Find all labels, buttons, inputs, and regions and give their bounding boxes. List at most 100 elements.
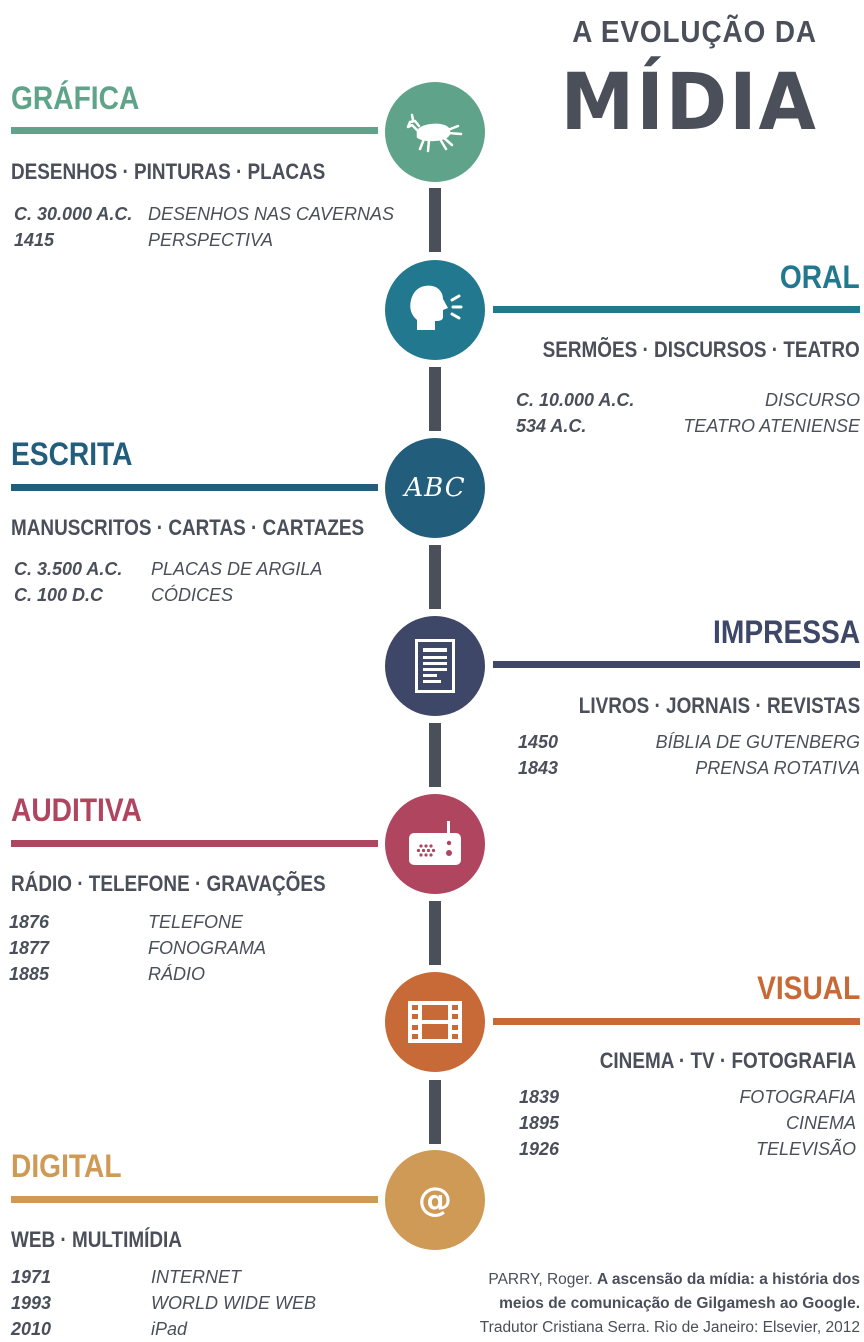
section-bar-visual — [493, 1018, 860, 1025]
section-circle-escrita: ABC — [385, 438, 485, 538]
section-subtitle-impressa: LIVROS · JORNAIS · REVISTAS — [578, 693, 860, 718]
reference-line-1: PARRY, Roger. A ascensão da mídia: a his… — [460, 1268, 860, 1292]
event-description: CÓDICES — [151, 585, 234, 605]
event-year: C. 100 D.C — [14, 585, 104, 605]
event-row: 534 A.C. TEATRO ATENIENSE — [516, 413, 860, 439]
event-year: 1885 — [9, 964, 50, 984]
event-row: 1876 TELEFONE — [9, 909, 389, 935]
at-sign-icon: @ — [418, 1180, 452, 1220]
section-title-visual: VISUAL — [756, 970, 860, 1006]
event-description: TELEVISÃO — [755, 1139, 856, 1159]
section-title-escrita: ESCRITA — [11, 436, 133, 472]
section-subtitle-digital: WEB · MULTIMÍDIA — [11, 1227, 182, 1252]
section-subtitle-grafica: DESENHOS · PINTURAS · PLACAS — [11, 159, 326, 184]
event-year: 1839 — [519, 1087, 560, 1107]
section-title-grafica: GRÁFICA — [11, 80, 140, 116]
event-description: PERSPECTIVA — [148, 230, 274, 250]
event-row: 1415 PERSPECTIVA — [14, 227, 394, 253]
event-description: TEATRO ATENIENSE — [683, 416, 860, 436]
event-year: C. 30.000 A.C. — [14, 204, 133, 224]
section-circle-grafica — [385, 82, 485, 182]
event-description: PRENSA ROTATIVA — [695, 758, 860, 778]
section-subtitle-escrita: MANUSCRITOS · CARTAS · CARTAZES — [11, 515, 365, 540]
section-circle-auditiva — [385, 794, 485, 894]
event-row: C. 30.000 A.C. DESENHOS NAS CAVERNAS — [14, 201, 394, 227]
section-title-auditiva: AUDITIVA — [11, 792, 142, 828]
event-description: RÁDIO — [148, 964, 206, 984]
event-description: INTERNET — [151, 1267, 241, 1287]
section-bar-grafica — [11, 127, 378, 134]
event-description: FONOGRAMA — [148, 938, 267, 958]
horse-drawing-icon — [406, 113, 463, 153]
section-circle-impressa — [385, 616, 485, 716]
film-strip-icon — [408, 1001, 462, 1043]
event-row: 1843 PRENSA ROTATIVA — [518, 755, 860, 781]
reference-line-2: meios de comunicação de Gilgamesh ao Goo… — [460, 1292, 860, 1316]
section-circle-digital: @ — [385, 1150, 485, 1250]
event-row: C. 10.000 A.C. DISCURSO — [516, 387, 860, 413]
event-year: 1895 — [519, 1113, 560, 1133]
event-description: WORLD WIDE WEB — [151, 1293, 316, 1313]
event-row: 2010 iPad — [11, 1316, 391, 1339]
section-subtitle-auditiva: RÁDIO · TELEFONE · GRAVAÇÕES — [11, 871, 326, 896]
reference-publication: Tradutor Cristiana Serra. Rio de Janeiro… — [479, 1319, 860, 1336]
event-row: 1450 BÍBLIA DE GUTENBERG — [518, 729, 860, 755]
event-row: 1885 RÁDIO — [9, 961, 389, 987]
event-year: 1971 — [11, 1267, 52, 1287]
section-circle-visual — [385, 972, 485, 1072]
section-title-impressa: IMPRESSA — [712, 614, 860, 650]
timeline-segment — [429, 545, 441, 609]
event-row: C. 3.500 A.C. PLACAS DE ARGILA — [14, 556, 394, 582]
section-subtitle-oral: SERMÕES · DISCURSOS · TEATRO — [542, 337, 860, 362]
section-title-oral: ORAL — [780, 259, 860, 295]
section-bar-oral — [493, 306, 860, 313]
section-circle-oral — [385, 260, 485, 360]
event-description: DESENHOS NAS CAVERNAS — [148, 204, 395, 224]
event-description: CINEMA — [785, 1113, 856, 1133]
document-icon — [415, 639, 455, 693]
reference-book-title: A ascensão da mídia: a história dos — [596, 1271, 860, 1288]
event-description: iPad — [151, 1319, 188, 1339]
event-year: 1877 — [9, 938, 50, 958]
event-row: 1993 WORLD WIDE WEB — [11, 1290, 391, 1316]
reference-book-title-cont: meios de comunicação de Gilgamesh ao Goo… — [499, 1295, 860, 1312]
event-row: 1895 CINEMA — [519, 1110, 856, 1136]
event-year: 1415 — [14, 230, 55, 250]
event-year: 534 A.C. — [516, 416, 587, 436]
timeline-segment — [429, 367, 441, 431]
reference-citation: PARRY, Roger. A ascensão da mídia: a his… — [460, 1268, 860, 1340]
event-year: 1926 — [519, 1139, 560, 1159]
event-year: C. 3.500 A.C. — [14, 559, 123, 579]
speaking-head-icon — [410, 285, 463, 330]
timeline-segment — [429, 723, 441, 787]
radio-icon — [409, 821, 461, 865]
event-year: C. 10.000 A.C. — [516, 390, 635, 410]
event-year: 2010 — [11, 1319, 52, 1339]
timeline-segment — [429, 188, 441, 252]
event-description: DISCURSO — [764, 390, 860, 410]
abc-text-icon: ABC — [404, 473, 466, 503]
section-subtitle-visual: CINEMA · TV · FOTOGRAFIA — [599, 1048, 856, 1073]
title-line-2: MÍDIA — [560, 58, 818, 148]
event-description: FOTOGRAFIA — [739, 1087, 856, 1107]
event-year: 1450 — [518, 732, 559, 752]
event-row: 1926 TELEVISÃO — [519, 1136, 856, 1162]
section-bar-auditiva — [11, 840, 378, 847]
section-bar-digital — [11, 1196, 378, 1203]
event-year: 1843 — [518, 758, 559, 778]
section-bar-escrita — [11, 484, 378, 491]
event-description: BÍBLIA DE GUTENBERG — [655, 732, 860, 752]
event-row: 1839 FOTOGRAFIA — [519, 1084, 856, 1110]
event-row: 1877 FONOGRAMA — [9, 935, 389, 961]
event-year: 1993 — [11, 1293, 52, 1313]
event-year: 1876 — [9, 912, 50, 932]
timeline-segment — [429, 1080, 441, 1144]
section-title-digital: DIGITAL — [11, 1148, 122, 1184]
title-line-1: A EVOLUÇÃO DA — [572, 14, 817, 49]
event-description: PLACAS DE ARGILA — [151, 559, 323, 579]
event-row: 1971 INTERNET — [11, 1264, 391, 1290]
reference-author: PARRY, Roger. — [488, 1271, 593, 1288]
event-row: C. 100 D.C CÓDICES — [14, 582, 394, 608]
timeline-segment — [429, 901, 441, 965]
event-description: TELEFONE — [148, 912, 244, 932]
